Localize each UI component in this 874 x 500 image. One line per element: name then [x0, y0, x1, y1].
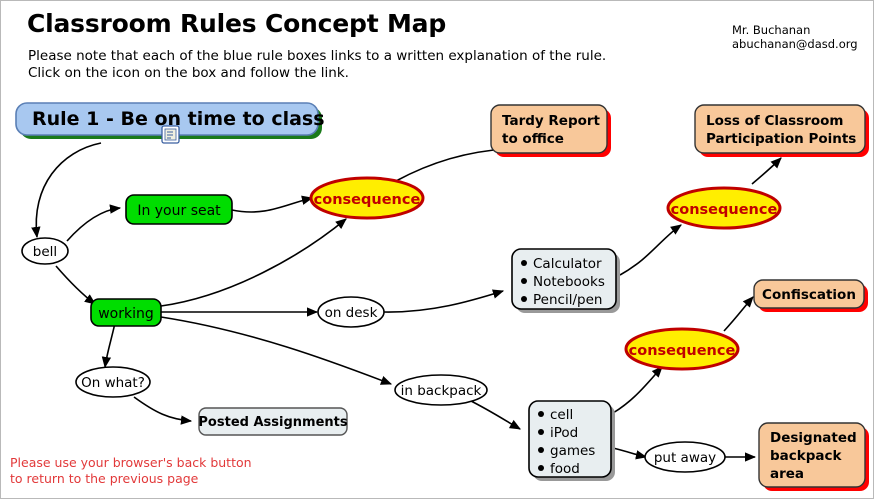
- node-loss-participation-points: Loss of Classroom Participation Points: [694, 104, 869, 157]
- node-in-backpack: in backpack: [394, 374, 488, 406]
- rule-1-box[interactable]: Rule 1 - Be on time to class: [15, 102, 325, 139]
- in-your-seat-label: In your seat: [137, 203, 221, 219]
- node-confiscation: Confiscation: [753, 279, 868, 312]
- edge-in-backpack-to-devices: [468, 399, 521, 430]
- rule-1-label: Rule 1 - Be on time to class: [32, 108, 325, 130]
- author-contact: Mr. Buchanan abuchanan@dasd.org: [732, 23, 858, 51]
- devices-item-2: games: [550, 443, 595, 459]
- footer-back-note: Please use your browser's back button to…: [10, 455, 252, 486]
- node-designated-backpack-area: Designated backpack area: [758, 422, 869, 491]
- confiscation-label: Confiscation: [762, 287, 856, 303]
- node-consequence-1: consequence: [309, 176, 425, 220]
- edge-working-to-on-what: [101, 322, 116, 369]
- edge-consequence3-to-confiscation: [723, 296, 754, 332]
- designated-backpack-line2: backpack: [770, 448, 843, 464]
- edge-working-to-consequence1: [160, 218, 347, 307]
- bell-label: bell: [33, 244, 57, 260]
- edge-devices-to-consequence3: [612, 366, 663, 414]
- devices-item-3: food: [550, 461, 580, 477]
- edge-bell-to-working: [55, 265, 96, 305]
- edge-in-your-seat-to-consequence1: [231, 195, 314, 213]
- consequence-1-label: consequence: [314, 192, 421, 208]
- edge-rule1-to-bell: [31, 142, 102, 239]
- node-tardy-report: Tardy Report to office: [490, 104, 611, 157]
- node-put-away: put away: [644, 441, 726, 473]
- supplies-item-2: Pencil/pen: [533, 292, 602, 308]
- node-in-your-seat: In your seat: [125, 194, 233, 225]
- put-away-label: put away: [654, 450, 716, 466]
- working-label: working: [98, 306, 154, 322]
- node-supplies-list: Calculator Notebooks Pencil/pen: [511, 248, 620, 313]
- node-bell: bell: [21, 237, 69, 265]
- edge-working-to-in-backpack: [160, 316, 393, 385]
- designated-backpack-line1: Designated: [770, 430, 857, 446]
- on-desk-label: on desk: [325, 305, 378, 321]
- edge-on-desk-to-supplies: [382, 289, 505, 313]
- supplies-item-1: Notebooks: [533, 274, 605, 290]
- consequence-3-label: consequence: [629, 343, 736, 359]
- loss-points-line1: Loss of Classroom: [706, 113, 844, 129]
- devices-item-1: iPod: [550, 425, 578, 441]
- designated-backpack-line3: area: [770, 466, 804, 482]
- node-consequence-2: consequence: [666, 186, 782, 230]
- tardy-report-line1: Tardy Report: [502, 113, 601, 129]
- node-devices-list: cell iPod games food: [528, 400, 615, 481]
- node-on-desk: on desk: [317, 296, 385, 328]
- tardy-report-line2: to office: [502, 131, 564, 147]
- supplies-item-0: Calculator: [533, 256, 602, 272]
- edge-consequence1-to-tardy-report: [395, 144, 509, 182]
- on-what-label: On what?: [81, 375, 145, 391]
- node-working: working: [90, 298, 162, 327]
- posted-assignments-label: Posted Assignments: [198, 415, 347, 430]
- edge-bell-to-in-your-seat: [66, 204, 122, 242]
- page-title: Classroom Rules Concept Map: [27, 9, 447, 38]
- edge-supplies-to-consequence2: [619, 224, 682, 276]
- loss-points-line2: Participation Points: [706, 131, 856, 147]
- document-link-icon[interactable]: [161, 125, 180, 144]
- node-consequence-3: consequence: [624, 327, 740, 371]
- node-posted-assignments: Posted Assignments: [198, 407, 348, 436]
- page-instructions: Please note that each of the blue rule b…: [28, 48, 607, 81]
- edge-on-what-to-posted-assignments: [133, 396, 193, 425]
- node-on-what: On what?: [75, 366, 151, 398]
- consequence-2-label: consequence: [671, 202, 778, 218]
- in-backpack-label: in backpack: [401, 383, 482, 399]
- edge-consequence2-to-loss-points: [751, 157, 782, 185]
- edge-devices-to-put-away: [612, 447, 648, 460]
- devices-item-0: cell: [550, 407, 573, 423]
